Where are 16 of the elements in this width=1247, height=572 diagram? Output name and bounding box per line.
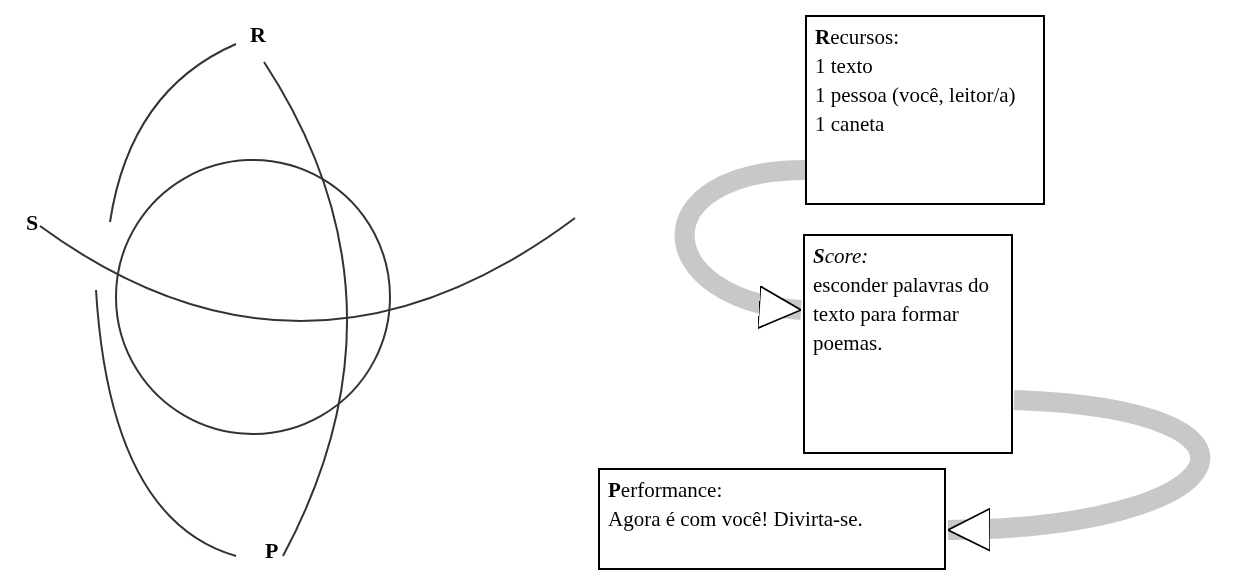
box-text: Agora é com você! Divirta-se. <box>608 506 864 533</box>
box-heading: Recursos: <box>815 24 900 51</box>
text-box <box>805 15 1045 205</box>
box-text: esconder palavras do texto para formar poemas. <box>813 272 991 357</box>
box-text: 1 caneta <box>815 111 886 138</box>
box-heading: Score: <box>813 243 870 270</box>
box-text: 1 pessoa (você, leitor/a) <box>815 82 1017 109</box>
box-heading: Performance: <box>608 477 724 504</box>
letter-label: S <box>26 210 39 236</box>
curved-arrow <box>947 390 1210 551</box>
box-text: 1 texto <box>815 53 874 80</box>
curved-arrow <box>674 160 807 326</box>
text-box <box>803 234 1013 454</box>
letter-label: R <box>250 22 266 48</box>
text-box <box>598 468 946 570</box>
letter-label: P <box>265 538 279 564</box>
